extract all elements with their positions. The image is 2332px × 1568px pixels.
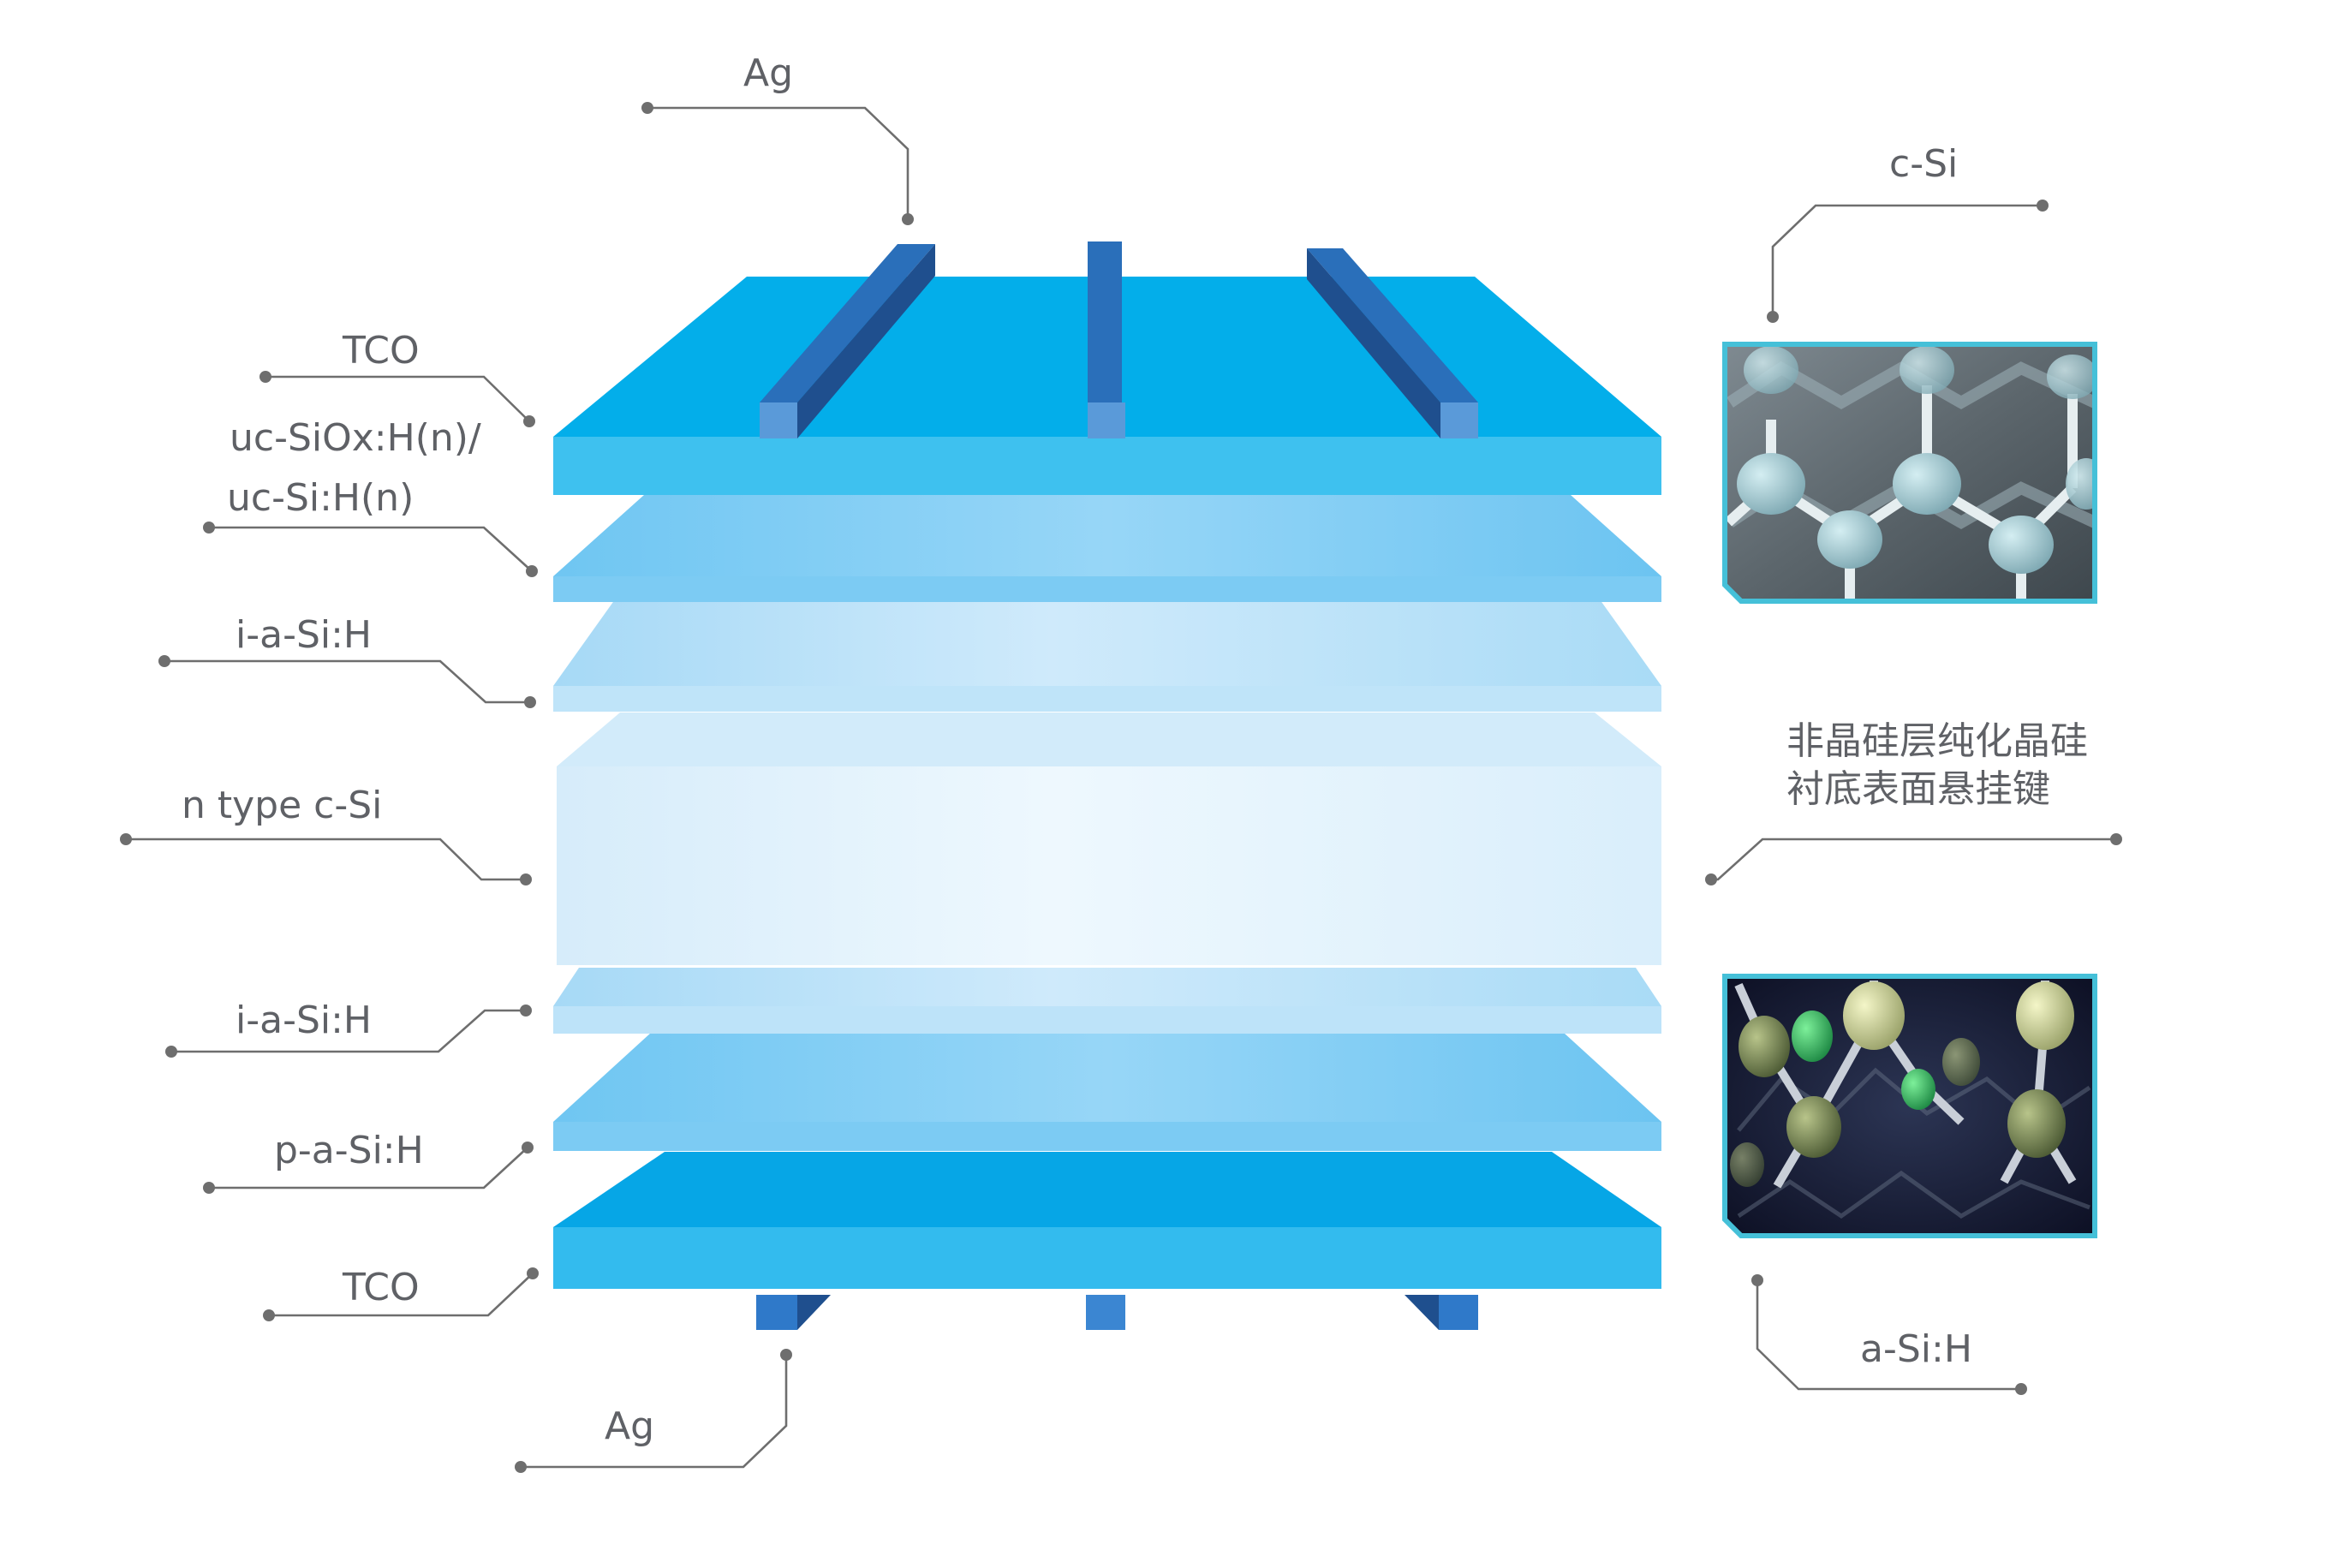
top-ag-fingers [760, 241, 1478, 438]
bottom-tco-layer [553, 1152, 1661, 1289]
label-uc-siox-line1: uc-SiOx:H(n)/ [230, 416, 481, 460]
label-c-si: c-Si [1889, 142, 1958, 186]
label-i-asi-top: i-a-Si:H [236, 613, 372, 657]
bottom-ag-fingers [756, 1295, 1478, 1330]
label-p-asi: p-a-Si:H [274, 1129, 424, 1172]
label-a-si-h: a-Si:H [1860, 1327, 1972, 1371]
note-line-2: 衬底表面悬挂键 [1786, 767, 2050, 811]
label-tco-bottom: TCO [342, 1266, 420, 1309]
i-asi-top-layer [553, 599, 1661, 712]
label-ag-top: Ag [743, 51, 793, 95]
label-i-asi-bottom: i-a-Si:H [236, 999, 372, 1042]
layer-labels: Ag TCO uc-SiOx:H(n)/ uc-Si:H(n) i-a-Si:H… [182, 51, 2088, 1448]
note-line-1: 非晶硅层纯化晶硅 [1786, 719, 2088, 763]
label-ag-bottom: Ag [605, 1404, 654, 1448]
label-n-type: n type c-Si [182, 784, 382, 827]
leader-lines [120, 102, 2122, 1473]
silicon-atoms [1737, 346, 2095, 574]
uc-sioxh-layer [553, 495, 1661, 602]
label-uc-siox-line2: uc-Si:H(n) [227, 476, 414, 520]
i-asi-bottom-layer [553, 968, 1661, 1034]
p-asi-layer [553, 1033, 1661, 1151]
label-tco-top: TCO [342, 329, 420, 373]
c-si-lattice-inset [1722, 342, 2097, 604]
amorphous-atoms [1730, 981, 2074, 1187]
a-si-lattice-inset [1722, 974, 2097, 1238]
n-type-wafer-layer [557, 712, 1661, 965]
